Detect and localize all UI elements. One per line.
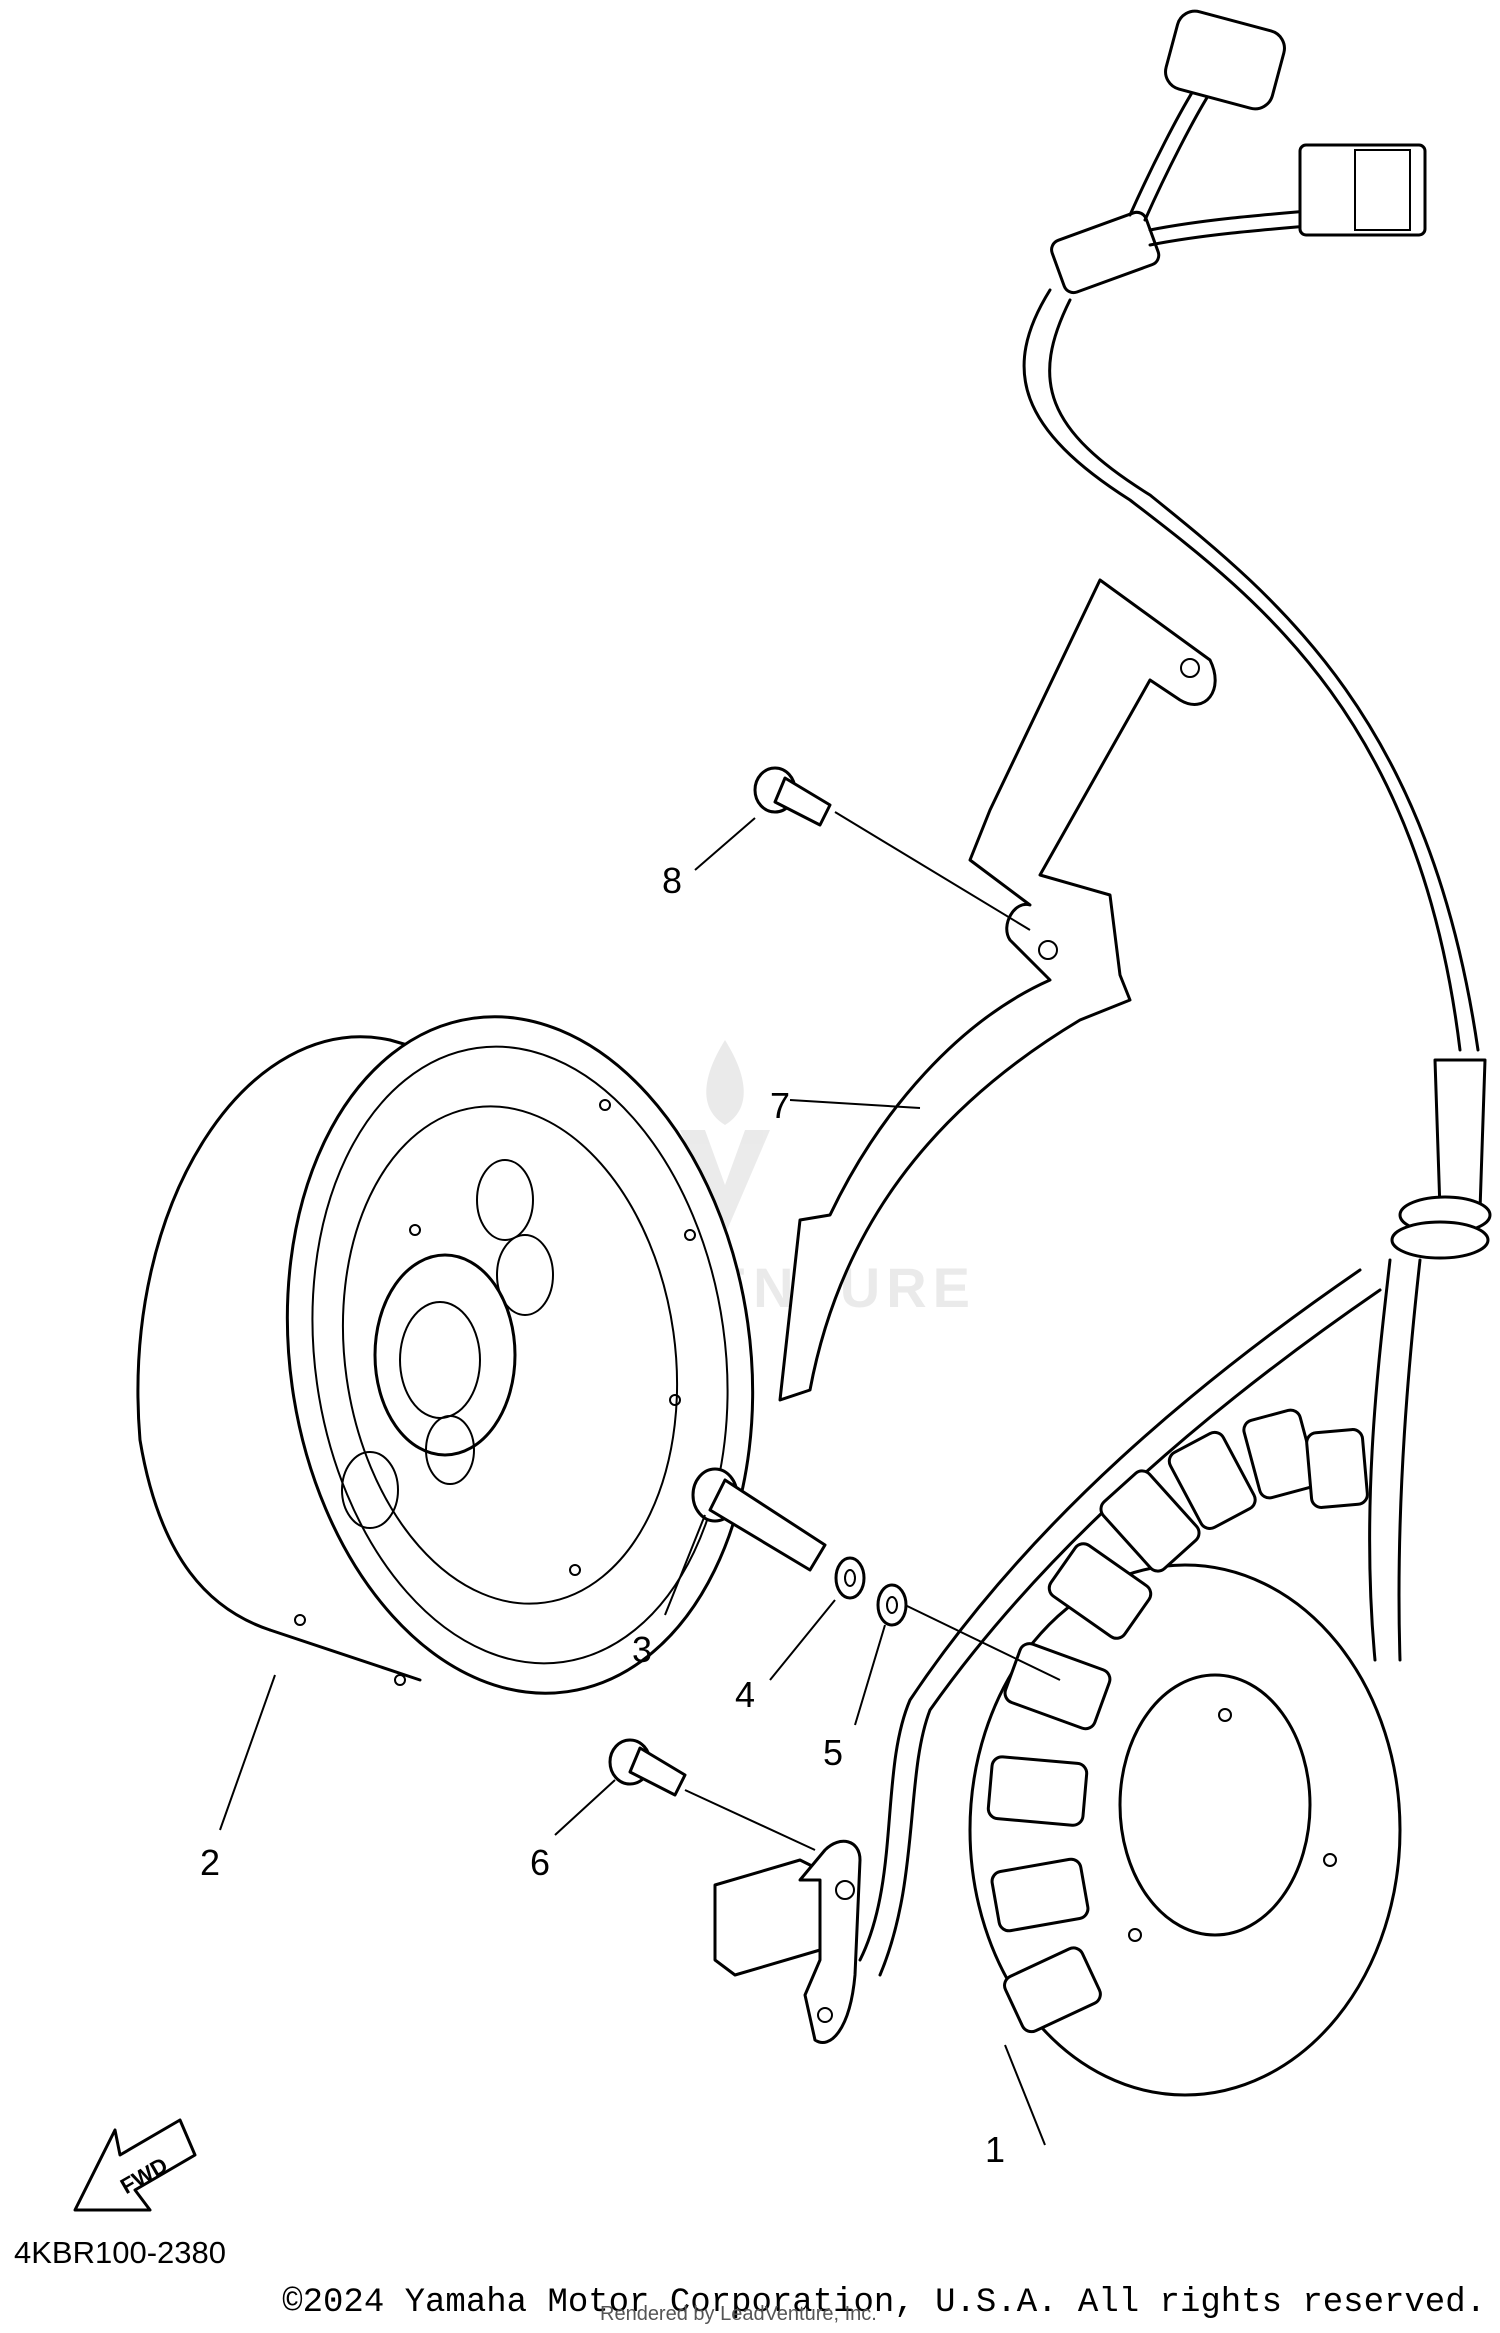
- callout-6: 6: [530, 1842, 550, 1883]
- coupler-square-icon: [1298, 143, 1427, 237]
- pickup-coil: [713, 1839, 862, 2044]
- callout-8: 8: [662, 860, 682, 901]
- leadventure-logo-icon: [680, 1040, 770, 1235]
- copyright-notice: ©2024 Yamaha Motor Corporation, U.S.A. A…: [282, 2284, 1486, 2322]
- washer: [876, 1583, 908, 1627]
- fwd-arrow-icon: FWD: [73, 2118, 197, 2212]
- callout-1: 1: [985, 2129, 1005, 2170]
- callout-5: 5: [823, 1732, 843, 1773]
- flywheel-rotor: [136, 1015, 755, 1695]
- screw: [608, 1738, 687, 1797]
- leader-lines: [219, 811, 1061, 2146]
- callout-7: 7: [770, 1085, 790, 1126]
- stator: [968, 1408, 1402, 2097]
- coupler-round-icon: [1164, 9, 1286, 111]
- screw: [753, 766, 832, 827]
- wire-harness: [1022, 9, 1480, 1052]
- diagram-code: 4KBR100-2380: [14, 2235, 226, 2270]
- washer: [834, 1556, 866, 1600]
- callout-4: 4: [735, 1674, 755, 1715]
- bolt: [691, 1467, 827, 1572]
- lead-holder: [778, 578, 1217, 1402]
- grommet: [858, 1058, 1492, 1977]
- rendered-by-notice: Rendered by LeadVenture, Inc.: [600, 2303, 877, 2325]
- callout-2: 2: [200, 1842, 220, 1883]
- callout-3: 3: [632, 1629, 652, 1670]
